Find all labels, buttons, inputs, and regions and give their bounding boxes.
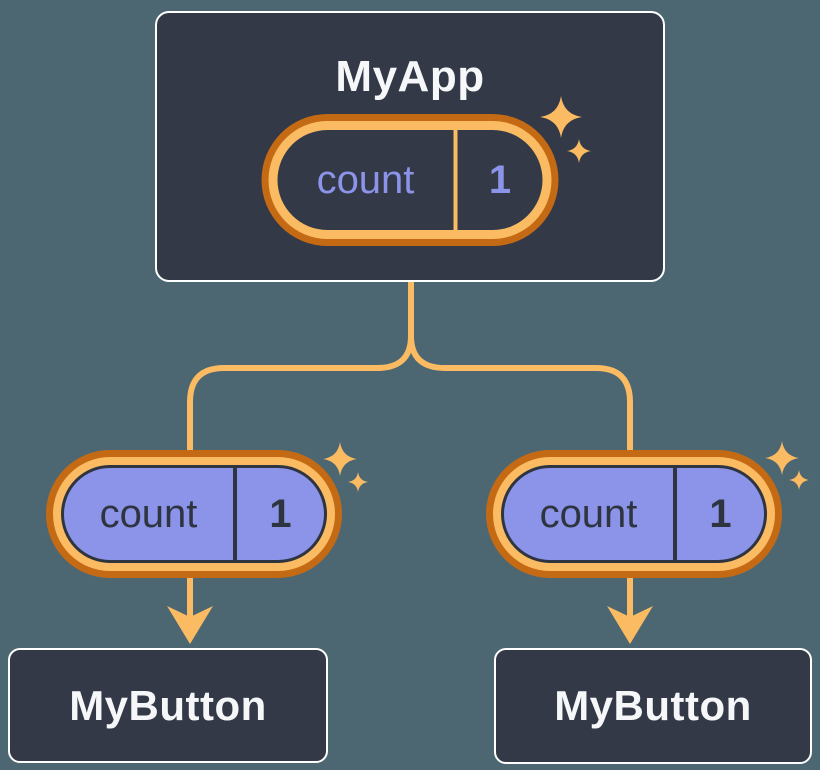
prop-pill-ring: count 1 [493, 457, 775, 571]
prop-pill-ring: count 1 [53, 457, 335, 571]
root-component-title: MyApp [335, 52, 485, 101]
sparkle-icon [348, 472, 368, 492]
child-component-card-left: MyButton [8, 648, 328, 763]
state-name-label: count [316, 157, 415, 202]
pill-divider [673, 468, 677, 560]
prop-pill-right: count 1 [486, 450, 782, 578]
prop-pill-core: count 1 [501, 465, 767, 563]
state-pill-ring: count 1 [268, 121, 552, 239]
pill-divider [453, 130, 458, 230]
prop-value: 1 [269, 491, 292, 536]
child-component-title: MyButton [554, 682, 752, 729]
sparkle-icon [323, 442, 357, 476]
sparkle-icon [765, 441, 799, 475]
state-pill-core: count 1 [277, 130, 543, 230]
sparkle-icon [789, 470, 809, 490]
prop-pill-core: count 1 [61, 465, 327, 563]
prop-name-label: count [99, 491, 198, 536]
prop-name-label: count [539, 491, 638, 536]
prop-value: 1 [709, 491, 732, 536]
prop-pill-left: count 1 [46, 450, 342, 578]
arrow-down-icon [607, 606, 653, 644]
arrow-down-icon [167, 606, 213, 644]
root-component-card: MyApp count 1 [155, 11, 665, 282]
state-pill: count 1 [261, 114, 559, 246]
child-component-title: MyButton [69, 681, 267, 729]
state-value: 1 [488, 157, 512, 202]
child-component-card-right: MyButton [494, 648, 812, 764]
